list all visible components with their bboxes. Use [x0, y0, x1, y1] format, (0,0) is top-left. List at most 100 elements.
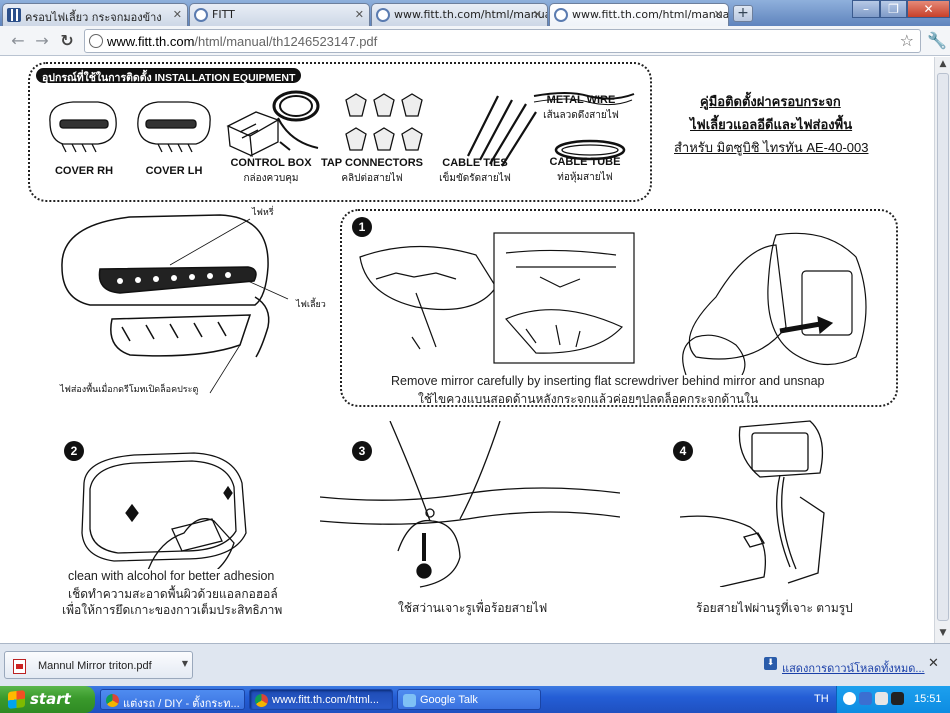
- equipment-label-cable-tube: CABLE TUBE: [549, 156, 621, 168]
- page-icon: [7, 8, 21, 22]
- app-tray-icon[interactable]: [891, 692, 904, 705]
- language-indicator[interactable]: TH: [814, 693, 829, 705]
- windows-taskbar: start แต่งรถ / DIY - ตั้งกระท... www.fit…: [0, 686, 950, 713]
- collapse-tray-icon[interactable]: [843, 692, 856, 705]
- wrench-icon[interactable]: 🔧: [927, 31, 947, 50]
- manual-title-line-2: ไฟเลี้ยวแอลอีดีและไฟส่องพื้น: [690, 117, 853, 132]
- tab-item-3[interactable]: www.fitt.th.com/html/manual/ ✕: [371, 3, 548, 26]
- download-file-name: Mannul Mirror triton.pdf: [38, 660, 152, 672]
- system-tray: [836, 686, 950, 713]
- download-icon: ⬇: [764, 657, 777, 670]
- step-1-caption-en: Remove mirror carefully by inserting fla…: [391, 374, 825, 388]
- tab-label: FITT: [212, 8, 235, 21]
- step-1-illustration: [359, 232, 867, 375]
- step-2-caption-th: เช็ดทำความสะอาดพื้นผิวด้วยแอลกอฮอล์: [68, 587, 278, 601]
- equipment-label-cover-lh: COVER LH: [145, 165, 203, 177]
- scroll-up-icon[interactable]: ▲: [939, 59, 947, 69]
- manual-title-line-3: สำหรับ มิตซูบิชิ ไทรทัน AE-40-003: [674, 140, 869, 155]
- reload-icon[interactable]: ↻: [60, 31, 74, 50]
- browser-toolbar: ← → ↻ www.fitt.th.com/html/manual/th1246…: [0, 26, 950, 56]
- step-1-box: [340, 209, 898, 407]
- forward-arrow-icon[interactable]: →: [35, 31, 49, 50]
- equipment-label-metal-wire: METAL WIRE: [546, 94, 616, 106]
- chrome-icon: [106, 694, 119, 707]
- equipment-sub-control-box: กล่องควบคุม: [243, 173, 299, 184]
- close-tab-icon[interactable]: ✕: [172, 8, 182, 21]
- equipment-sub-tap-connectors: คลิปต่อสายไฟ: [341, 173, 403, 184]
- step-3-illustration: [320, 421, 620, 588]
- pdf-page: อุปกรณ์ที่ใช้ในการติดตั้ง INSTALLATION E…: [0, 57, 934, 643]
- url-path: /html/manual/th1246523147.pdf: [194, 34, 378, 49]
- taskbar-item-label: แต่งรถ / DIY - ตั้งกระท...: [123, 698, 240, 710]
- step-3-number: 3: [352, 441, 372, 461]
- equipment-box: [28, 62, 652, 202]
- chevron-down-icon[interactable]: ▼: [181, 659, 188, 668]
- scroll-down-icon[interactable]: ▼: [939, 628, 947, 638]
- back-arrow-icon[interactable]: ←: [11, 31, 25, 50]
- globe-icon: [194, 8, 208, 22]
- equipment-sub-cable-tube: ท่อหุ้มสายไฟ: [557, 172, 613, 183]
- chrome-icon: [255, 694, 268, 707]
- taskbar-item-3[interactable]: Google Talk: [397, 689, 541, 710]
- taskbar-item-2[interactable]: www.fitt.th.com/html...: [249, 689, 393, 710]
- close-tab-icon[interactable]: ✕: [532, 8, 542, 21]
- taskbar-item-label: www.fitt.th.com/html...: [272, 694, 379, 706]
- equipment-sub-metal-wire: เส้นลวดดึงสายไฟ: [543, 110, 619, 121]
- tab-label: www.fitt.th.com/html/manual/: [394, 8, 548, 21]
- minimize-button[interactable]: –: [852, 0, 880, 18]
- step-1-number: 1: [352, 217, 372, 237]
- close-tab-icon[interactable]: ✕: [354, 8, 364, 21]
- tab-item-4[interactable]: www.fitt.th.com/html/manual/ ✕: [549, 3, 729, 27]
- pdf-file-icon: [13, 659, 26, 674]
- tab-item-1[interactable]: ครอบไฟเลี้ยว กระจกมองข้าง ✕: [2, 3, 188, 26]
- start-button[interactable]: start: [0, 686, 95, 713]
- windows-logo-icon: [8, 690, 25, 709]
- vertical-scrollbar[interactable]: ▲ ▼: [934, 57, 950, 643]
- step-2-number: 2: [64, 441, 84, 461]
- callout-parking-light: ไฟหรี่: [252, 207, 274, 217]
- tab-strip: ครอบไฟเลี้ยว กระจกมองข้าง ✕ FITT ✕ www.f…: [0, 0, 950, 27]
- url-host: www.fitt.th.com: [107, 34, 195, 49]
- tab-item-2[interactable]: FITT ✕: [189, 3, 370, 26]
- close-tab-icon[interactable]: ✕: [713, 8, 723, 21]
- volume-icon[interactable]: [875, 692, 888, 705]
- equipment-sub-cable-ties: เข็มขัดรัดสายไฟ: [439, 173, 511, 184]
- globe-icon: [554, 8, 568, 22]
- step-4-number: 4: [673, 441, 693, 461]
- url-text[interactable]: www.fitt.th.com/html/manual/th1246523147…: [107, 34, 377, 49]
- download-shelf: Mannul Mirror triton.pdf ▼ ⬇ แสดงการดาวน…: [0, 643, 950, 686]
- system-clock: 15:51: [914, 693, 942, 705]
- globe-icon: [376, 8, 390, 22]
- taskbar-item-1[interactable]: แต่งรถ / DIY - ตั้งกระท...: [100, 689, 245, 710]
- close-icon[interactable]: ✕: [928, 656, 939, 671]
- close-window-button[interactable]: ✕: [907, 0, 950, 18]
- equipment-label-control-box: CONTROL BOX: [230, 157, 312, 169]
- tab-label: ครอบไฟเลี้ยว กระจกมองข้าง: [25, 11, 162, 24]
- scroll-thumb[interactable]: [937, 73, 949, 621]
- step-4-caption-th: ร้อยสายไฟผ่านรูที่เจาะ ตามรูป: [696, 601, 853, 615]
- new-tab-button[interactable]: +: [733, 5, 753, 22]
- step-3-caption-th: ใช้สว่านเจาะรูเพื่อร้อยสายไฟ: [398, 601, 548, 615]
- download-item[interactable]: Mannul Mirror triton.pdf ▼: [4, 651, 193, 679]
- step-2-caption-th-2: เพื่อให้การยึดเกาะของกาวเต็มประสิทธิภาพ: [62, 603, 283, 617]
- start-label: start: [30, 690, 71, 708]
- equipment-header: อุปกรณ์ที่ใช้ในการติดตั้ง INSTALLATION E…: [36, 68, 302, 84]
- manual-title-line-1: คู่มือติดตั้งฝาครอบกระจก: [700, 94, 841, 109]
- network-icon[interactable]: [859, 692, 872, 705]
- equipment-label-cable-ties: CABLE TIES: [442, 157, 508, 169]
- tab-label: www.fitt.th.com/html/manual/: [572, 8, 729, 21]
- callout-puddle-light: ไฟส่องพื้นเมื่อกดรีโมทเปิดล็อคประตู: [60, 384, 199, 394]
- address-bar[interactable]: www.fitt.th.com/html/manual/th1246523147…: [84, 29, 921, 53]
- step-1-caption-th: ใช้ไขควงแบนสอดด้านหลังกระจกแล้วค่อยๆปลดล…: [418, 392, 759, 406]
- maximize-button[interactable]: ❐: [880, 0, 907, 18]
- google-talk-icon: [403, 694, 416, 707]
- show-all-downloads-link[interactable]: แสดงการดาวน์โหลดทั้งหมด...: [782, 663, 925, 675]
- step-2-illustration: [81, 452, 247, 569]
- taskbar-item-label: Google Talk: [420, 694, 478, 706]
- mirror-cover-diagram: [61, 214, 289, 394]
- star-icon[interactable]: ☆: [899, 31, 914, 50]
- step-2-caption-en: clean with alcohol for better adhesion: [68, 569, 275, 583]
- globe-icon: [89, 34, 103, 48]
- step-4-illustration: [680, 420, 825, 587]
- equipment-label-cover-rh: COVER RH: [54, 165, 114, 177]
